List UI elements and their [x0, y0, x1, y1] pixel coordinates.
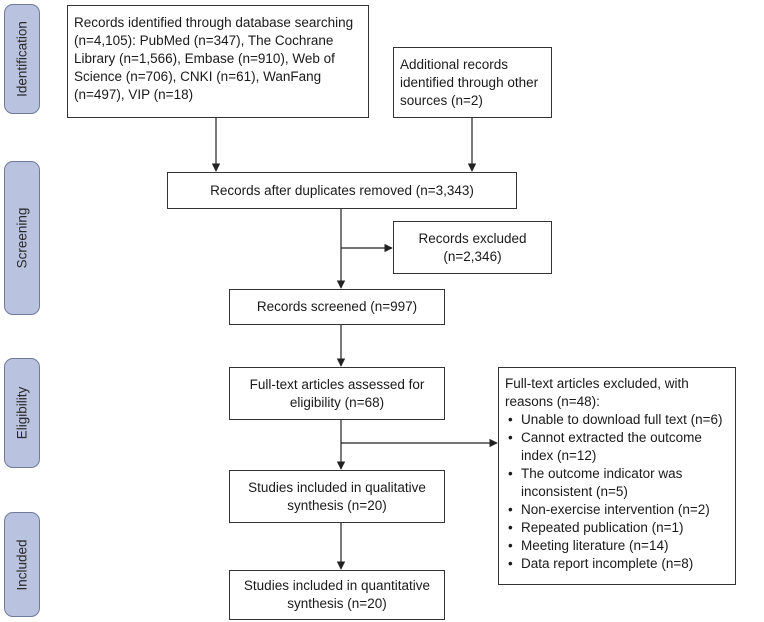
- exclusion-reason: Meeting literature (n=14): [508, 537, 729, 555]
- exclusion-reason: Non-exercise intervention (n=2): [508, 501, 729, 519]
- records-screened-box: Records screened (n=997): [229, 289, 445, 325]
- exclusion-reason: Repeated publication (n=1): [508, 519, 729, 537]
- after-duplicates-text: Records after duplicates removed (n=3,34…: [210, 182, 474, 198]
- phase-identification: Identification: [4, 4, 40, 114]
- qualitative-synthesis-box: Studies included in qualitative synthesi…: [229, 470, 445, 523]
- additional-records-box: Additional records identified through ot…: [393, 47, 552, 118]
- after-duplicates-box: Records after duplicates removed (n=3,34…: [167, 172, 517, 209]
- exclusion-reason: Data report incomplete (n=8): [508, 555, 729, 573]
- additional-records-text: Additional records identified through ot…: [400, 57, 539, 108]
- exclusion-reason: Cannot extracted the outcome index (n=12…: [508, 429, 729, 465]
- database-records-box: Records identified through database sear…: [67, 5, 369, 118]
- fulltext-assessed-box: Full-text articles assessed for eligibil…: [229, 367, 445, 420]
- exclusion-reason: Unable to download full text (n=6): [508, 411, 729, 429]
- fulltext-excluded-heading: Full-text articles excluded, with reason…: [505, 376, 689, 409]
- qualitative-synthesis-text: Studies included in qualitative synthesi…: [248, 479, 426, 513]
- database-records-text: Records identified through database sear…: [74, 15, 354, 102]
- phase-eligibility: Eligibility: [4, 358, 40, 468]
- records-screened-text: Records screened (n=997): [256, 299, 418, 314]
- phase-screening: Screening: [4, 161, 40, 315]
- quantitative-synthesis-text: Studies included in quantitative synthes…: [243, 578, 431, 611]
- quantitative-synthesis-box: Studies included in quantitative synthes…: [229, 570, 445, 620]
- records-excluded-box: Records excluded (n=2,346): [393, 221, 552, 274]
- phase-included: Included: [4, 512, 40, 617]
- exclusion-reasons-list: Unable to download full text (n=6) Canno…: [505, 411, 729, 573]
- records-excluded-text: Records excluded (n=2,346): [418, 230, 527, 264]
- exclusion-reason: The outcome indicator was inconsistent (…: [508, 465, 729, 501]
- fulltext-excluded-box: Full-text articles excluded, with reason…: [498, 367, 736, 585]
- fulltext-assessed-text: Full-text articles assessed for eligibil…: [249, 376, 425, 410]
